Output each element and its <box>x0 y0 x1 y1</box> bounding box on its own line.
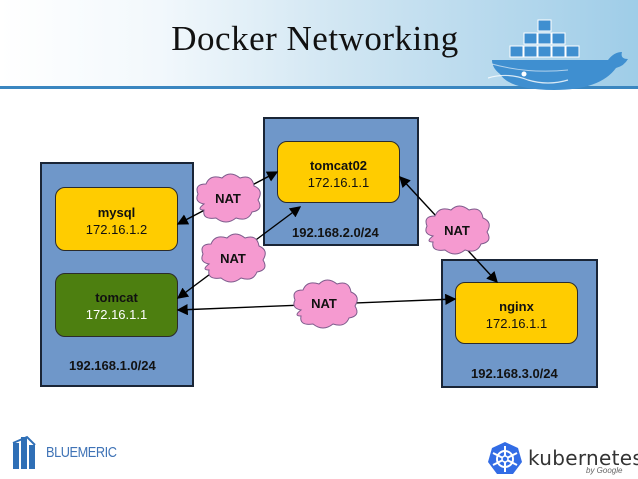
container-ip: 172.16.1.1 <box>485 316 548 331</box>
container-ip: 172.16.1.1 <box>85 307 148 322</box>
nat-label: NAT <box>220 251 246 266</box>
container-tomcat02[interactable]: tomcat02 172.16.1.1 <box>277 141 400 203</box>
container-name: nginx <box>499 299 534 314</box>
container-nginx[interactable]: nginx 172.16.1.1 <box>455 282 578 344</box>
container-ip: 172.16.1.2 <box>85 222 148 237</box>
container-name: mysql <box>97 205 136 220</box>
docker-whale-icon <box>488 19 628 90</box>
nat-label: NAT <box>215 191 241 206</box>
subnet-label: 192.168.2.0/24 <box>292 225 379 240</box>
container-ip: 172.16.1.1 <box>307 175 370 190</box>
container-name: tomcat02 <box>309 158 368 173</box>
bluemeric-brand: BLUEMERIC <box>46 444 117 461</box>
kubernetes-by-google: by Google <box>586 466 623 475</box>
bluemeric-logo-icon <box>12 435 36 469</box>
header-divider <box>0 86 638 89</box>
subnet-label: 192.168.3.0/24 <box>471 366 558 381</box>
container-mysql[interactable]: mysql 172.16.1.2 <box>55 187 178 251</box>
subnet-label: 192.168.1.0/24 <box>69 358 156 373</box>
container-name: tomcat <box>95 290 138 305</box>
kubernetes-brand: kubernetes <box>528 446 638 470</box>
nat-label: NAT <box>444 223 470 238</box>
nat-label: NAT <box>311 296 337 311</box>
kubernetes-helm-icon <box>488 442 522 474</box>
page-title: Docker Networking <box>171 19 459 58</box>
container-tomcat[interactable]: tomcat 172.16.1.1 <box>55 273 178 337</box>
